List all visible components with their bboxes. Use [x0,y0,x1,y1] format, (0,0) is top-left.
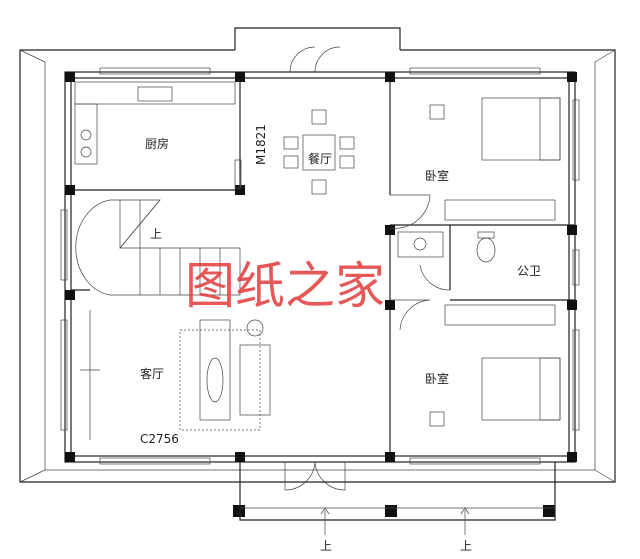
kitchen-fixtures [74,81,242,189]
bed-top [429,97,561,221]
living-furniture [80,310,271,440]
porch [239,462,556,535]
exterior-walls [64,71,576,463]
label-window-code: C2756 [140,432,179,446]
label-living: 客厅 [140,366,164,381]
watermark: 图纸之家 [185,257,385,315]
label-porch-up-1: 上 [320,539,332,553]
label-door-code: M1821 [254,124,268,165]
label-bathroom: 公卫 [517,264,541,278]
label-bedroom-top: 卧室 [425,168,449,183]
windows [60,67,580,465]
bed-bottom [429,304,561,427]
label-porch-up-2: 上 [460,539,472,553]
roof-outline [19,27,616,483]
label-stair-up: 上 [150,227,162,241]
dining-table [283,109,355,195]
staircase [75,199,241,296]
label-dining: 餐厅 [308,151,332,166]
doors [239,46,451,491]
label-bedroom-bottom: 卧室 [425,371,449,386]
bathroom-fixtures [397,231,496,263]
label-kitchen: 厨房 [145,136,169,151]
